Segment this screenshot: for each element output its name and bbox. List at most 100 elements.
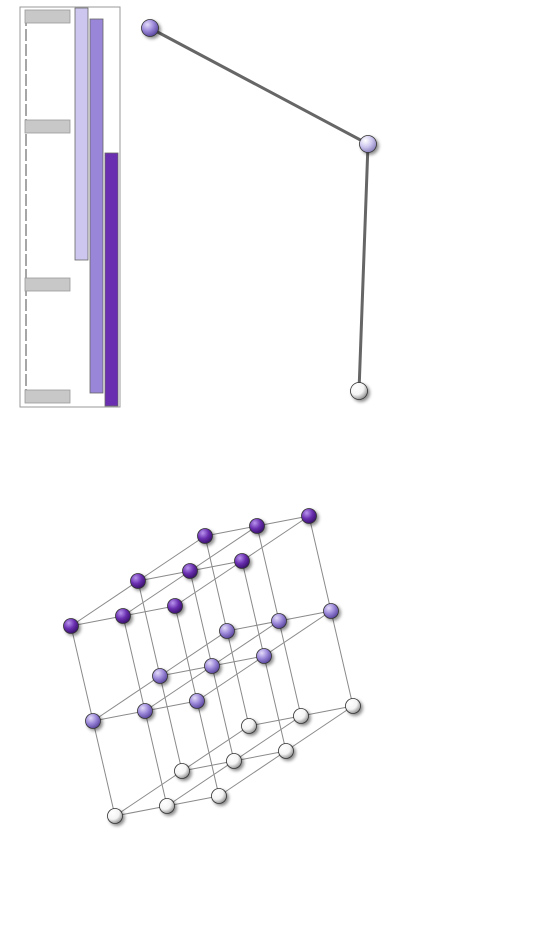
lattice-node-white [211, 788, 227, 804]
lattice-node-medium [323, 603, 339, 619]
lattice-edge [92, 720, 116, 817]
lattice-node-dark [130, 573, 146, 589]
panel-label-box [24, 119, 71, 134]
lattice-edge [204, 525, 258, 537]
chain-node-light [359, 135, 377, 153]
lattice-edge [196, 655, 265, 702]
lattice-node-white [159, 798, 175, 814]
lattice-edge [159, 675, 183, 772]
lattice-edge [226, 630, 250, 727]
lattice-edge [159, 630, 228, 677]
lattice-edge [174, 605, 198, 702]
lattice-node-medium [256, 648, 272, 664]
chain-node-white [350, 382, 368, 400]
panel-label-box [24, 277, 71, 292]
lattice-edges [70, 515, 354, 817]
lattice-node-white [174, 763, 190, 779]
lattice-edge [211, 620, 280, 667]
lattice-edge [70, 625, 94, 722]
lattice-edge [122, 570, 191, 617]
lattice-edge [256, 525, 280, 622]
lattice-edge [278, 610, 332, 622]
lattice-edge [263, 655, 287, 752]
lattice-edge [218, 750, 287, 797]
chain-edge [148, 26, 370, 146]
lattice-edge [122, 615, 146, 712]
lattice-edge [144, 710, 168, 807]
lattice-node-dark [234, 553, 250, 569]
lattice-edge [181, 760, 235, 772]
lattice-node-medium [137, 703, 153, 719]
lattice-node-dark [301, 508, 317, 524]
lattice-edge [189, 570, 213, 667]
lattice-edge [166, 760, 235, 807]
lattice-edge [204, 535, 228, 632]
chain-nodes [141, 19, 377, 400]
lattice-node-medium [85, 713, 101, 729]
lattice-node-white [278, 743, 294, 759]
lattice-edge [211, 655, 265, 667]
lattice-graph [63, 508, 361, 824]
lattice-edge [144, 665, 213, 712]
lattice-node-medium [189, 693, 205, 709]
chain-node-medium [141, 19, 159, 37]
lattice-edge [92, 675, 161, 722]
lattice-node-medium [271, 613, 287, 629]
lattice-edge [278, 620, 302, 717]
lattice-edge [226, 620, 280, 632]
lattice-edge [241, 515, 310, 562]
lattice-edge [137, 580, 161, 677]
panel-label-box [24, 9, 71, 24]
lattice-node-dark [63, 618, 79, 634]
chain-edge [357, 142, 370, 393]
lattice-node-white [345, 698, 361, 714]
lattice-node-white [293, 708, 309, 724]
lattice-edge [166, 795, 220, 807]
lattice-edge [174, 560, 243, 607]
panel-label-box [24, 389, 71, 404]
lattice-edge [300, 705, 354, 717]
lattice-edge [285, 705, 354, 752]
lattice-edge [196, 700, 220, 797]
lattice-edge [70, 615, 124, 627]
lattice-edge [114, 805, 168, 817]
lattice-edge [181, 725, 250, 772]
hierarchy-panel [19, 6, 121, 408]
lattice-edge [70, 580, 139, 627]
lattice-node-medium [219, 623, 235, 639]
lattice-edge [189, 525, 258, 572]
lattice-edge [92, 710, 146, 722]
panel-bar-light [74, 7, 89, 261]
lattice-node-medium [204, 658, 220, 674]
panel-bar-dark [104, 152, 119, 407]
lattice-node-dark [182, 563, 198, 579]
lattice-node-white [226, 753, 242, 769]
lattice-edge [256, 515, 310, 527]
lattice-node-dark [167, 598, 183, 614]
lattice-edge [248, 715, 302, 727]
lattice-node-white [241, 718, 257, 734]
lattice-edge [263, 610, 332, 657]
lattice-edge [241, 560, 265, 657]
lattice-edge [211, 665, 235, 762]
lattice-edge [137, 535, 206, 582]
lattice-node-medium [152, 668, 168, 684]
lattice-edge [114, 770, 183, 817]
lattice-edge [189, 560, 243, 572]
panel-bar-medium [89, 18, 104, 394]
lattice-nodes [63, 508, 361, 824]
lattice-edge [233, 750, 287, 762]
lattice-edge [330, 610, 354, 707]
lattice-node-dark [197, 528, 213, 544]
lattice-edge [122, 605, 176, 617]
lattice-node-dark [249, 518, 265, 534]
chain-graph [141, 19, 377, 400]
lattice-edge [308, 515, 332, 612]
lattice-edge [144, 700, 198, 712]
lattice-node-dark [115, 608, 131, 624]
lattice-edge [137, 570, 191, 582]
lattice-edge [233, 715, 302, 762]
lattice-node-white [107, 808, 123, 824]
lattice-edge [159, 665, 213, 677]
